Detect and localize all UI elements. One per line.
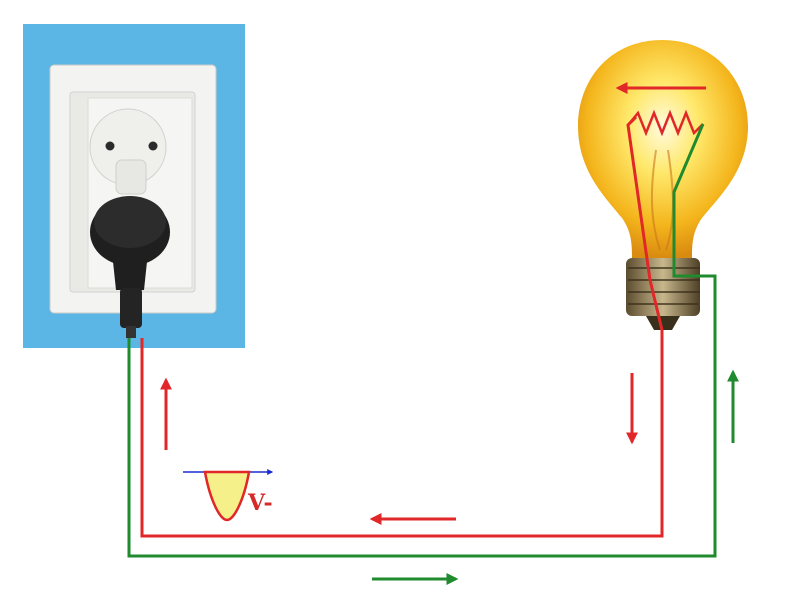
neutral-wire bbox=[127, 123, 717, 558]
voltage-label: V- bbox=[248, 490, 273, 516]
filament-icon bbox=[627, 109, 704, 137]
light-bulb-icon bbox=[578, 40, 748, 330]
bulb-glass bbox=[578, 40, 748, 258]
live-wire bbox=[140, 115, 664, 538]
wall-socket-icon bbox=[23, 24, 245, 348]
waveform-icon bbox=[183, 469, 274, 522]
bulb-base bbox=[626, 258, 700, 316]
plug-icon bbox=[90, 196, 170, 338]
